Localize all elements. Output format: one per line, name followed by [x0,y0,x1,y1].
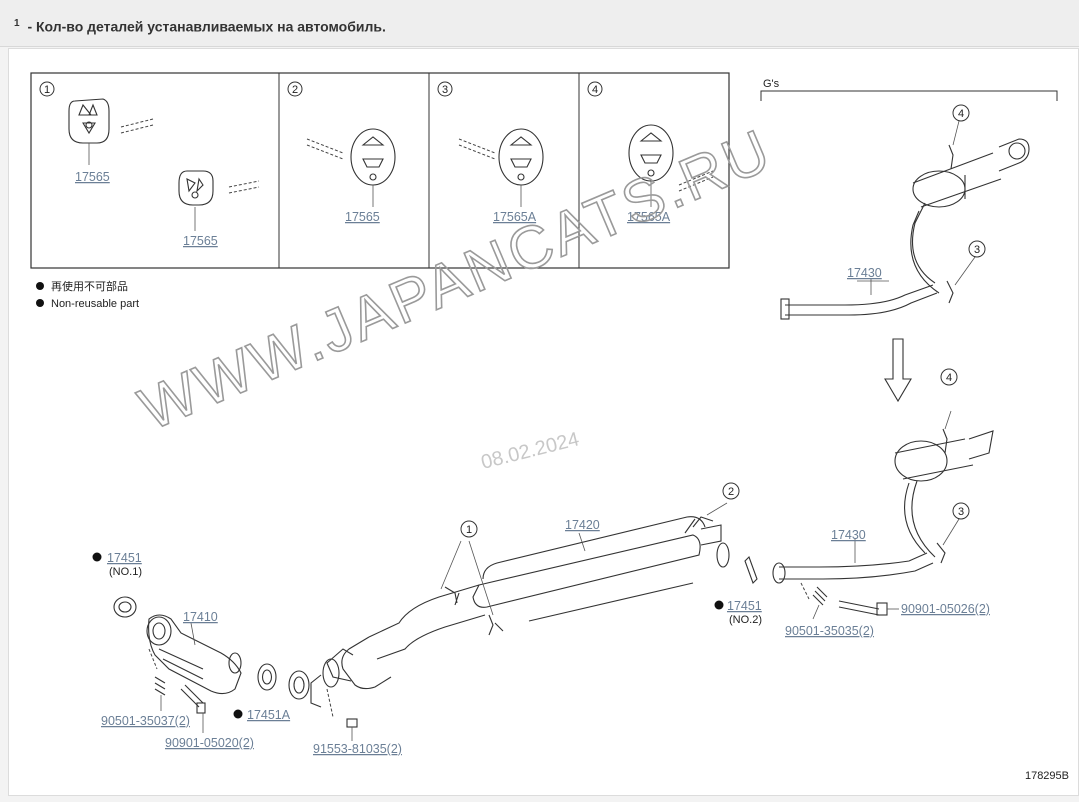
center-muffler [368,502,730,660]
bolt-spring-icon [800,582,828,620]
hanger-rubber-icon [68,98,110,165]
inset-number-circle [287,81,303,97]
hanger-rod-dashed [678,170,714,192]
non-reusable-bullet-icon [36,282,44,290]
legend-jp: 再使用不可部品 [51,279,128,293]
part-number-label: 17430 [831,528,866,542]
callout-circle [460,520,478,538]
inset-4: 4 17565A [587,81,714,224]
part-number-label: 90901-05026(2) [901,602,990,616]
part-number-label: 90501-35035(2) [785,624,874,638]
footnote-mark: 1 [14,18,20,29]
non-reusable-bullet-icon [92,552,102,562]
inset-number-circle [39,81,55,97]
hanger-rod-dashed [228,180,260,194]
inset-3: 3 17565A [437,81,544,224]
callout-number: 2 [728,486,734,498]
inset-1: 1 17565 17565 [39,81,260,248]
tail-pipe-gs [780,120,1030,320]
page-header: 1 - Кол-во деталей устанавливаемых на ав… [0,0,1079,47]
hanger-rod-dashed [458,138,496,160]
down-arrow-icon [884,338,912,403]
part-number-label: 17451 [107,551,142,565]
front-converter [146,614,242,695]
inset-number: 3 [442,84,448,96]
callout-number: 3 [958,506,964,518]
gs-bracket-line [760,90,1058,101]
part-sub-label: (NO.1) [109,566,142,578]
gasket-icon [257,663,277,691]
inset-number: 2 [292,84,298,96]
diagram-svg: 1 17565 17565 2 [30,72,1069,782]
inset-number: 4 [592,84,598,96]
callout-number: 3 [974,244,980,256]
part-number-label: 17565 [183,234,218,248]
callout-circle [940,368,958,386]
part-sub-label: (NO.2) [729,614,762,626]
part-number-label: 17565 [345,210,380,224]
part-number-label: 17565A [627,210,671,224]
hanger-rubber-icon [498,128,544,207]
non-reusable-bullet-icon [233,709,243,719]
hanger-rubber-icon [178,170,214,231]
bolt-spring-icon [154,676,166,711]
gasket-icon [744,556,758,584]
header-note-text: - Кол-во деталей устанавливаемых на авто… [23,18,386,35]
gasket-icon [113,596,137,618]
part-number-label: 90901-05020(2) [165,736,254,750]
hanger-rubber-icon [350,128,396,207]
callout-circle [952,502,970,520]
part-number-label: 17420 [565,518,600,532]
part-number-label: 17565 [75,170,110,184]
tail-pipe [772,410,994,584]
front-pipe [310,636,392,718]
exhaust-parts-diagram: 1 17565 17565 2 [8,48,1079,796]
part-number-label: 17430 [847,266,882,280]
callout-circle [722,482,740,500]
hanger-rubber-icon [628,124,674,207]
callout-number: 1 [466,524,472,536]
gasket-icon [288,670,310,700]
insets-panel: 1 17565 17565 2 [30,72,730,269]
gs-bracket: G's [760,78,1058,101]
inset-number-circle [587,81,603,97]
figure-id: 178295B [1025,770,1069,782]
hanger-rod-dashed [120,118,154,134]
nut-icon [346,718,358,741]
bolt-icon [180,684,206,733]
legend-en: Non-reusable part [51,298,139,310]
part-number-label: 17451A [247,708,291,722]
watermark-date: 08.02.2024 [479,428,581,474]
non-reusable-bullet-icon [36,299,44,307]
bolt-icon [838,600,899,616]
callout-number: 4 [946,372,952,384]
insets-frame [30,72,730,269]
inset-2: 2 17565 [287,81,396,224]
header-note: 1 - Кол-во деталей устанавливаемых на ав… [14,18,386,35]
callout-circle [968,240,986,258]
callout-number: 4 [958,108,964,120]
part-number-label: 17410 [183,610,218,624]
watermark-text: WWW.JAPANCATS.RU [130,116,781,443]
part-number-label: 91553-81035(2) [313,742,402,756]
part-number-label: 17451 [727,599,762,613]
gs-label: G's [763,78,780,90]
callout-circle [952,104,970,122]
part-number-label: 17565A [493,210,537,224]
legend: 再使用不可部品 Non-reusable part [36,279,139,310]
part-number-label: 90501-35037(2) [101,714,190,728]
non-reusable-bullet-icon [714,600,724,610]
hanger-rod-dashed [306,138,344,160]
inset-number-circle [437,81,453,97]
inset-number: 1 [44,84,50,96]
